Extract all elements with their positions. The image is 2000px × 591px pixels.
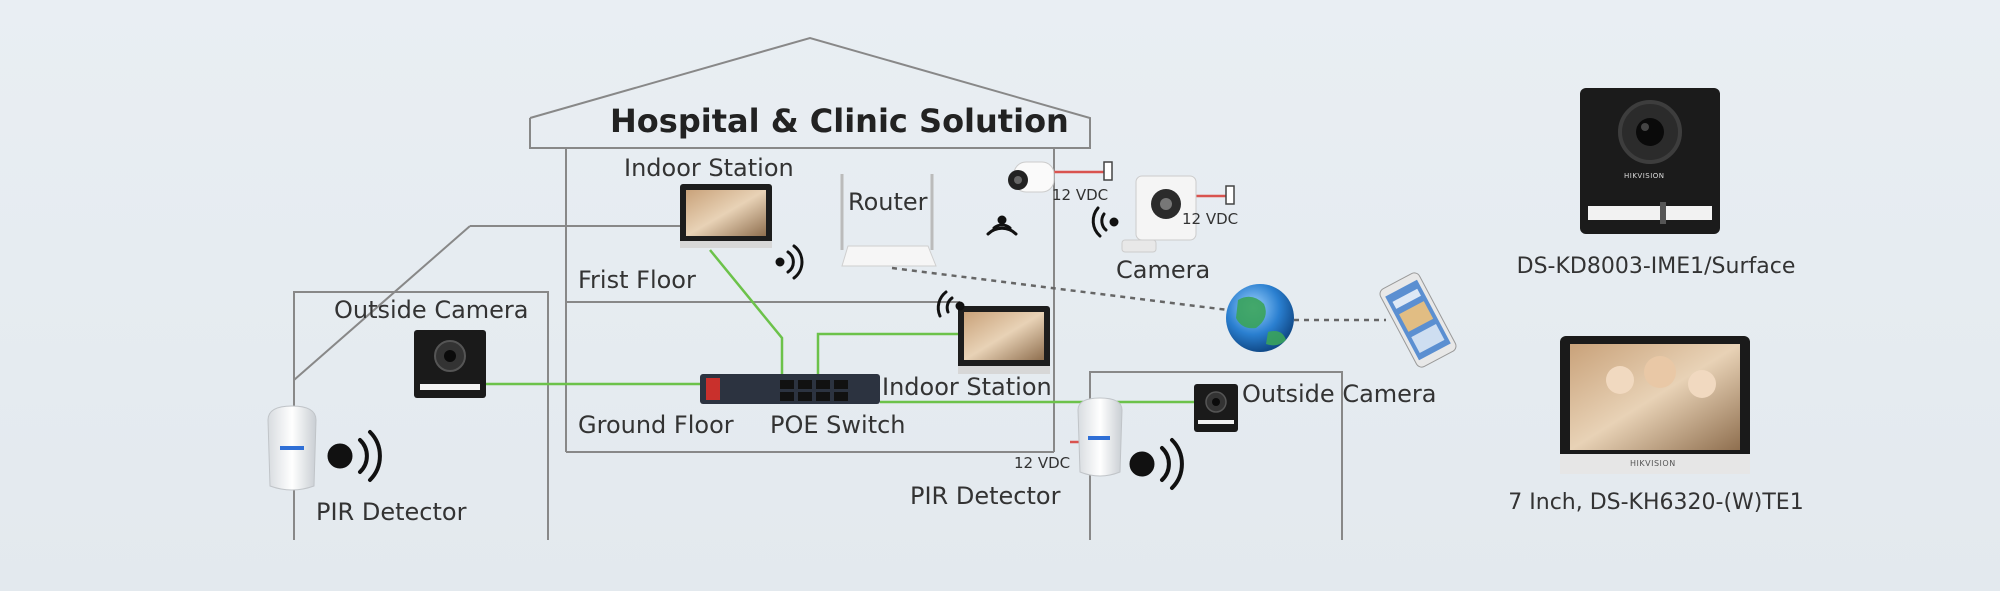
link-indoor-mid-to-switch	[816, 332, 960, 378]
pir-detector-right-device	[1077, 397, 1123, 477]
label-router: Router	[848, 188, 928, 216]
outside-camera-left-device	[414, 330, 486, 398]
wifi-signal-icons	[327, 206, 1184, 490]
link-indoor-top-to-switch	[709, 249, 784, 378]
wifi-icon-bullet-camera	[986, 215, 1018, 236]
label-outside-camera-right: Outside Camera	[1242, 380, 1437, 408]
product-outdoor-station-image	[1580, 88, 1720, 234]
label-camera: Camera	[1116, 256, 1211, 284]
indoor-station-top-device	[680, 184, 772, 248]
link-router-to-globe	[891, 266, 1229, 312]
internet-globe-icon	[1226, 284, 1294, 352]
product-caption-indoor-monitor: 7 Inch, DS-KH6320-(W)TE1	[1508, 490, 1804, 515]
label-indoor-station-top: Indoor Station	[624, 154, 794, 182]
cube-camera-device	[1121, 175, 1197, 253]
wifi-icon-pir-right	[1129, 438, 1184, 490]
wifi-icon-indoor-top	[775, 244, 804, 280]
wifi-icon-cube-camera	[1091, 206, 1119, 238]
label-pir-detector-right: PIR Detector	[910, 482, 1061, 510]
poe-switch-device	[700, 374, 880, 404]
smartphone-device	[1379, 272, 1457, 368]
brand-label-outdoor-station: HIKVISION	[1624, 172, 1665, 180]
router-device	[840, 174, 937, 267]
product-caption-outdoor-station: DS-KD8003-IME1/Surface	[1516, 254, 1796, 279]
wifi-icon-pir-left	[327, 430, 382, 482]
network-links	[486, 170, 1386, 444]
label-pir-detector-left: PIR Detector	[316, 498, 467, 526]
label-ground-floor: Ground Floor	[578, 411, 734, 439]
label-frist-floor: Frist Floor	[578, 266, 696, 294]
label-indoor-station-mid: Indoor Station	[882, 373, 1052, 401]
label-12vdc-3: 12 VDC	[1014, 454, 1071, 472]
pir-detector-left-device	[267, 405, 317, 491]
brand-label-indoor-monitor: HIKVISION	[1630, 459, 1676, 468]
diagram-title: Hospital & Clinic Solution	[610, 102, 1069, 140]
wifi-icon-indoor-mid	[936, 290, 965, 318]
outside-camera-right-device	[1194, 384, 1238, 432]
indoor-station-mid-device	[958, 306, 1050, 374]
label-12vdc-2: 12 VDC	[1182, 210, 1239, 228]
label-outside-camera-left: Outside Camera	[334, 296, 529, 324]
label-12vdc-1: 12 VDC	[1052, 186, 1109, 204]
label-poe-switch: POE Switch	[770, 411, 906, 439]
product-indoor-monitor-image	[1560, 336, 1750, 474]
power-plug-1	[1103, 161, 1113, 181]
power-plug-2	[1225, 185, 1235, 205]
bullet-camera-device	[1008, 161, 1055, 193]
